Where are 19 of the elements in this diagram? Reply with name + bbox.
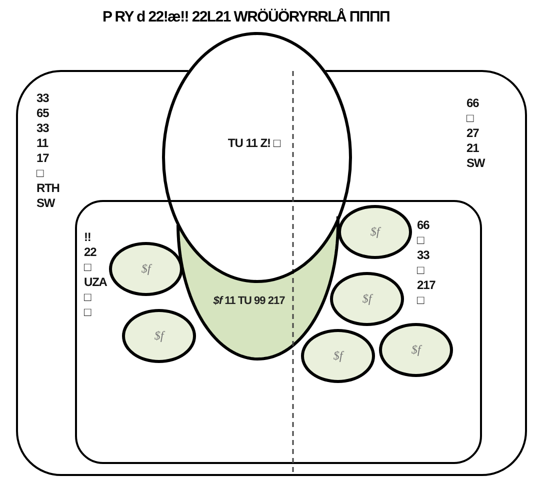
vertical-label: !! 22 □ UZA □ □ <box>84 230 106 320</box>
shape-label: TU 11 Z! □ <box>228 136 280 150</box>
inner-rounded-panel <box>74 200 482 464</box>
shape-label: $f <box>370 224 380 240</box>
shape-label: $f <box>154 328 164 344</box>
shape-label: $f <box>141 262 151 276</box>
small-ellipse <box>330 272 404 326</box>
shape-label: $f <box>362 292 372 306</box>
vertical-label: 66 □ 33 □ 217 □ <box>417 218 436 308</box>
small-ellipse <box>301 329 375 383</box>
small-ellipse <box>122 309 196 363</box>
large-ellipse <box>162 32 352 283</box>
shape-label: $f <box>333 348 343 364</box>
vertical-label: 66 □ 27 21 SW <box>466 96 485 170</box>
shape-label: $f <box>411 342 421 358</box>
vertical-label: 33 65 33 11 17 □ RTH SW <box>36 90 60 210</box>
title-text: P RY d 22!æ!! 22L21 WRÖÜÖRYRRLÅ ΠΠΠΠ <box>102 8 390 26</box>
shape-label: $f 11 TU 99 217 <box>213 295 285 307</box>
outer-rounded-panel <box>16 70 527 476</box>
